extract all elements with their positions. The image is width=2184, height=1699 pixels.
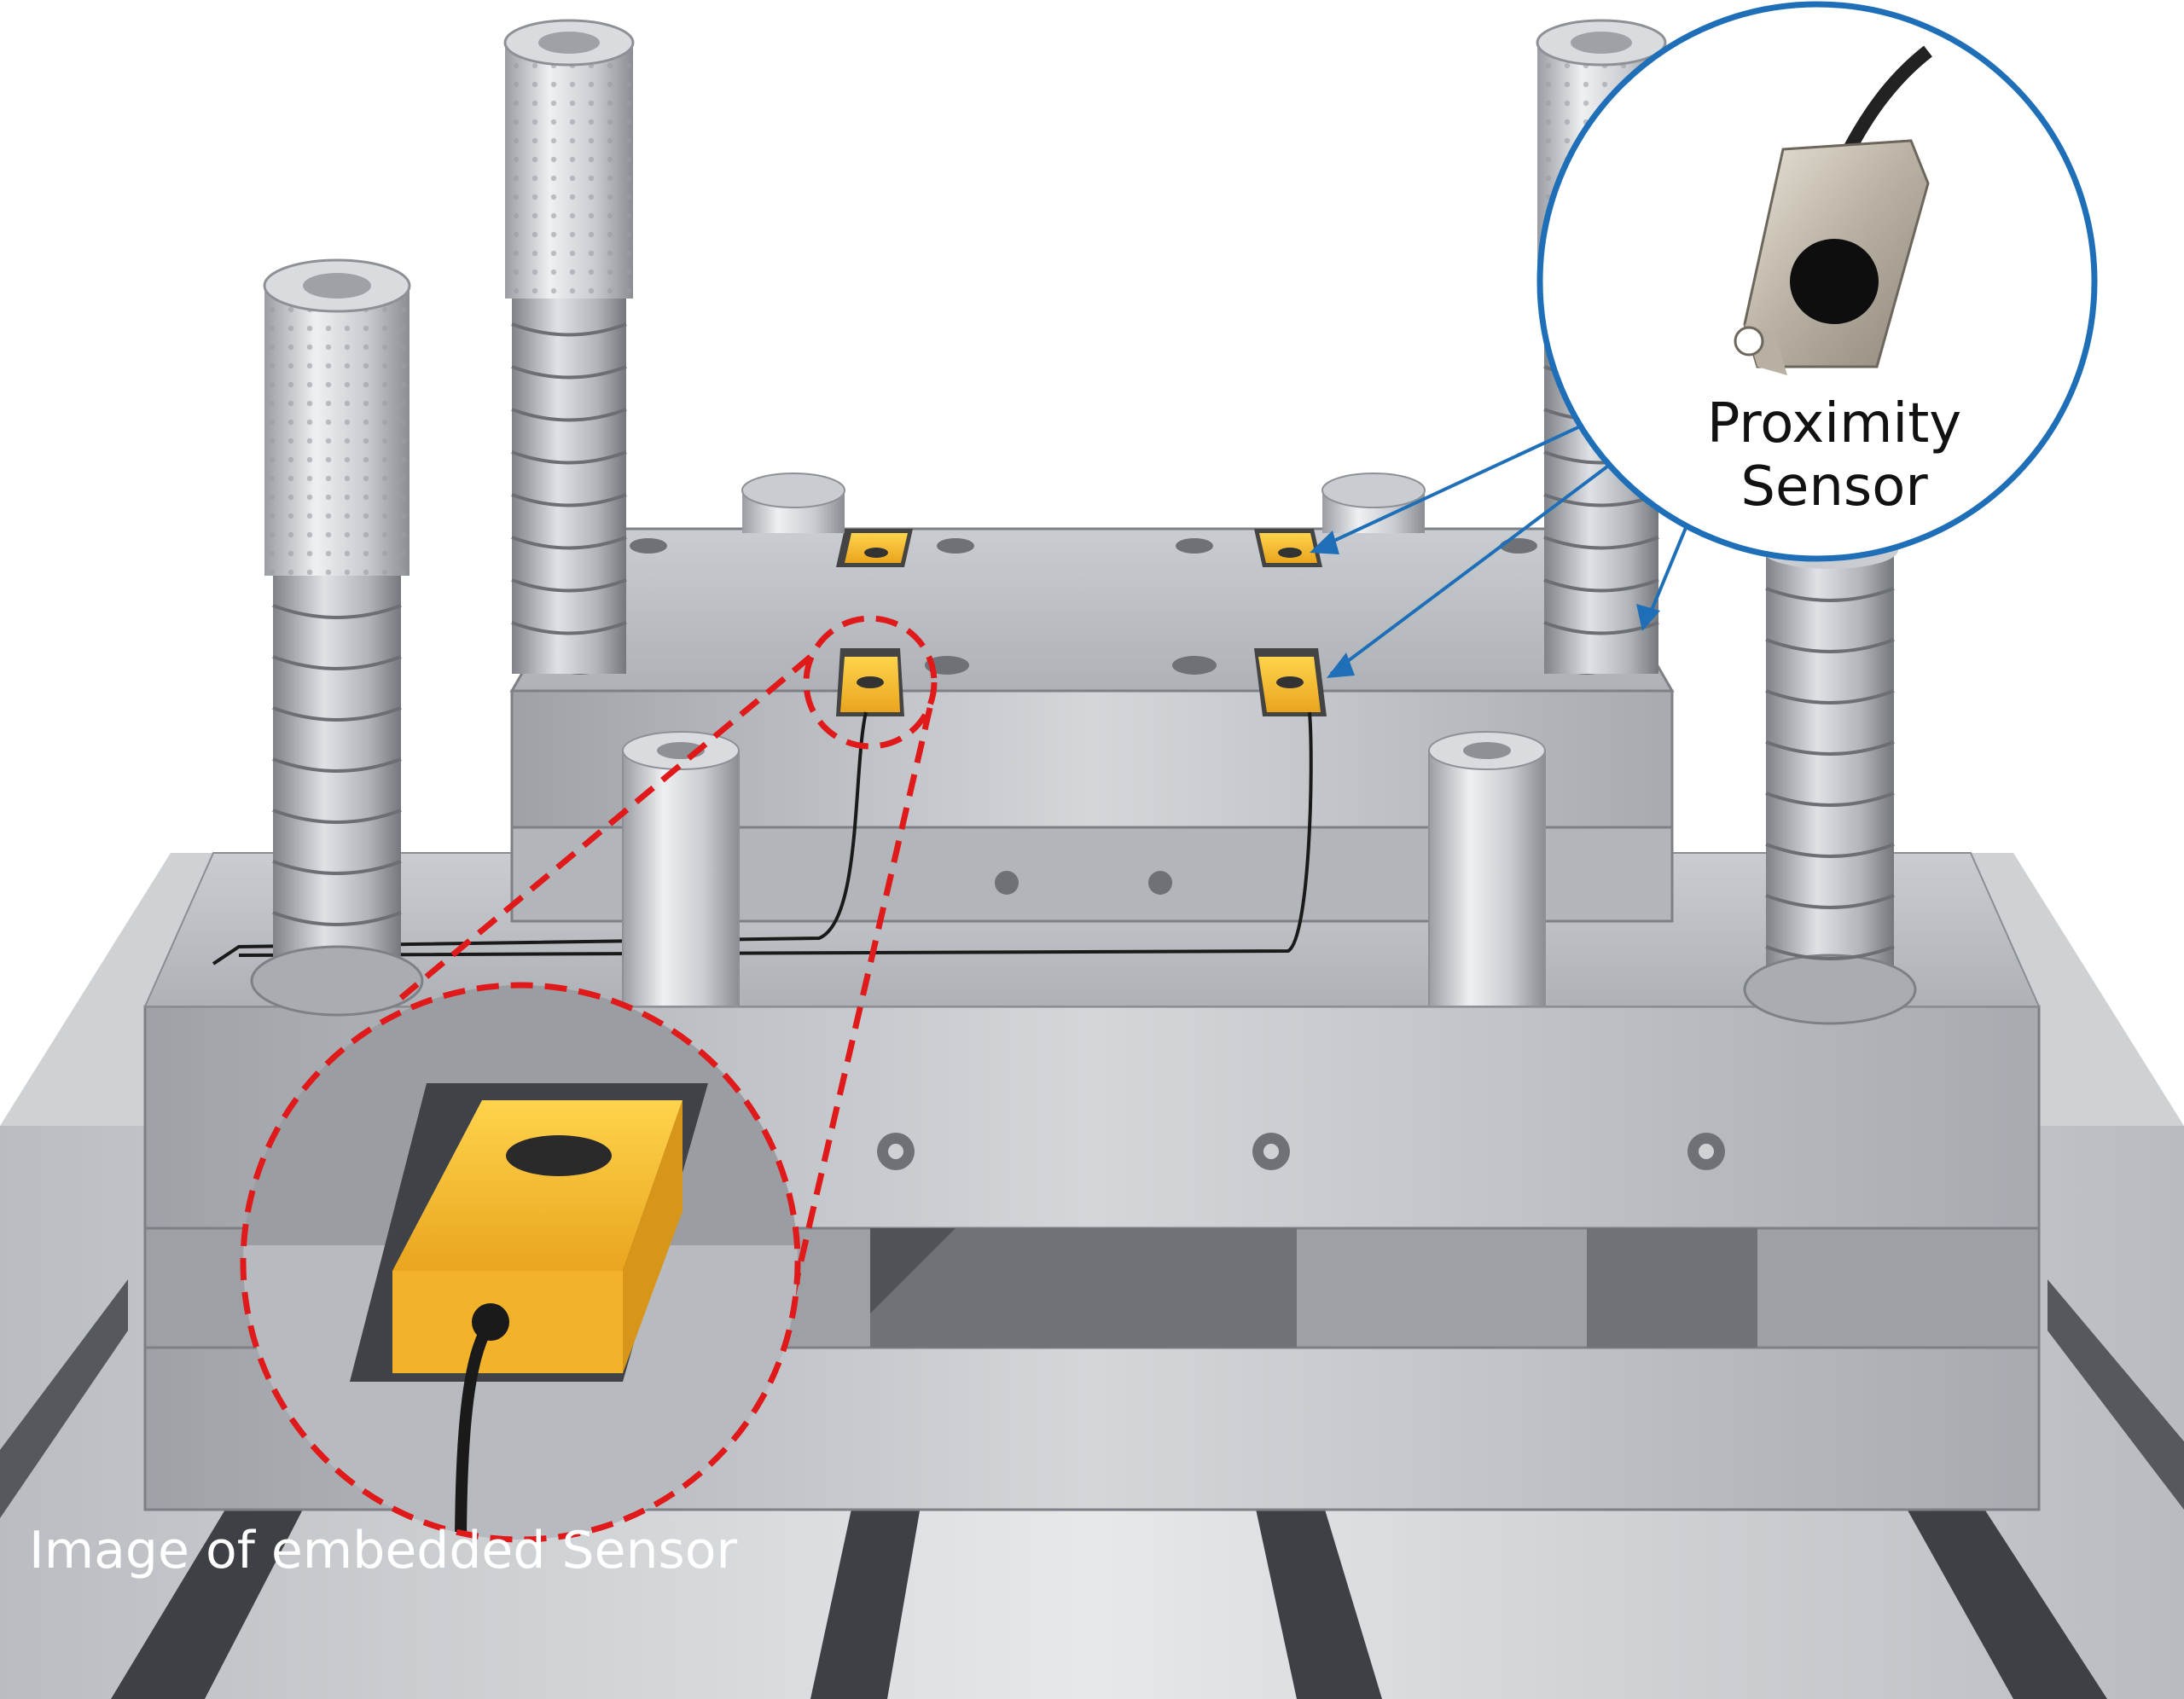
embedded-caption: Image of embedded Sensor bbox=[29, 1521, 737, 1580]
sensor-cable bbox=[212, 711, 1313, 965]
proximity-sensor-icon bbox=[1734, 45, 1932, 375]
embedded-sensor-icon bbox=[836, 529, 1327, 716]
proximity-callout: Proximity Sensor bbox=[1310, 1, 2098, 678]
proximity-label-line2: Sensor bbox=[1740, 455, 1928, 519]
bushing-icon bbox=[622, 473, 1546, 1007]
proximity-label-line1: Proximity bbox=[1707, 392, 1961, 455]
screw-hole bbox=[877, 1133, 1725, 1170]
